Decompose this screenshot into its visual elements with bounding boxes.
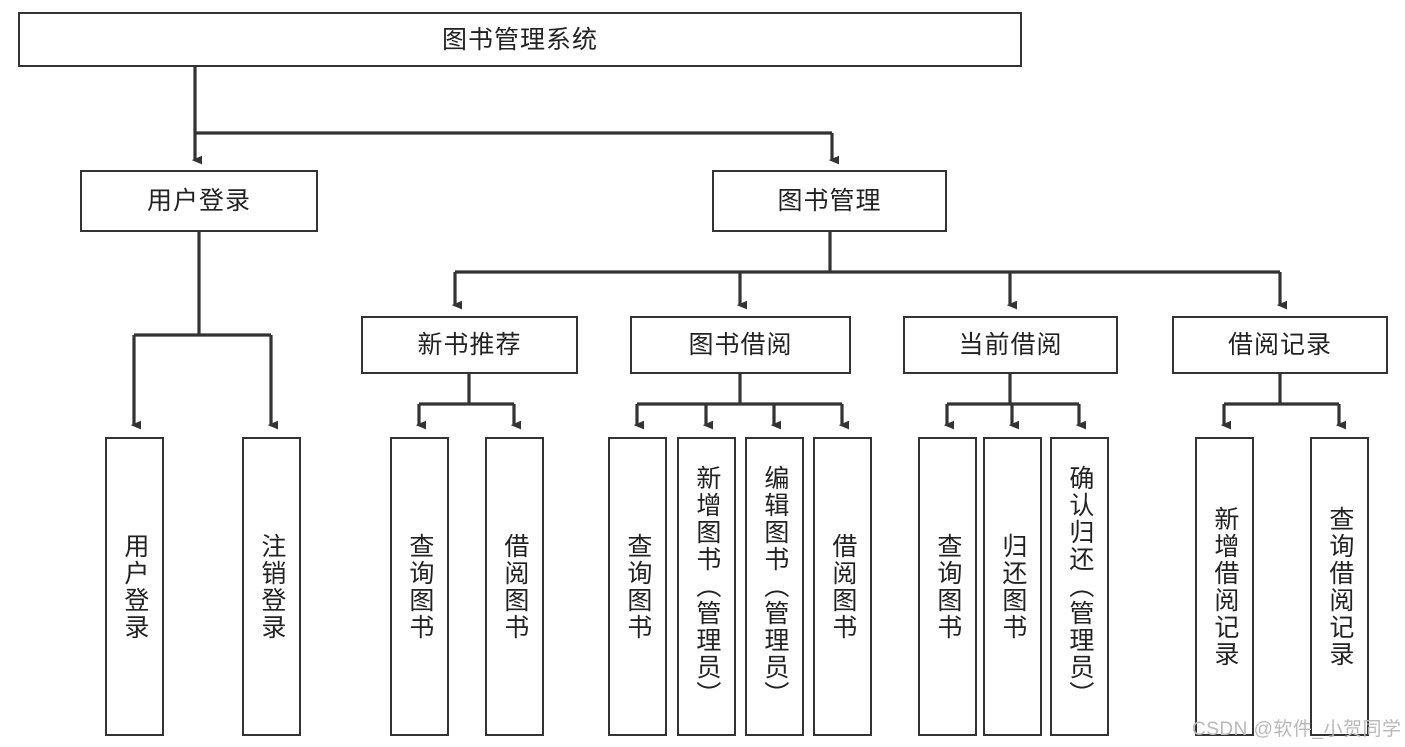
node-label: 当前借阅 <box>958 331 1063 359</box>
node-label: 注销登录 <box>257 532 286 641</box>
node-label: 查询借阅记录 <box>1325 505 1354 668</box>
node-label: 查询图书 <box>405 532 434 641</box>
node-label: 编辑图书（管理员） <box>760 465 789 708</box>
leaf-logout[interactable]: 注销登录 <box>242 437 301 736</box>
node-label: 用户登录 <box>146 187 251 215</box>
node-borrow-records[interactable]: 借阅记录 <box>1172 316 1388 374</box>
node-label: 用户登录 <box>120 532 149 641</box>
node-book-borrowing[interactable]: 图书借阅 <box>630 316 851 374</box>
leaf-return-books[interactable]: 归还图书 <box>983 437 1042 736</box>
leaf-borrow-books-new[interactable]: 借阅图书 <box>485 437 544 736</box>
leaf-add-book-admin[interactable]: 新增图书（管理员） <box>677 437 736 736</box>
node-label: 借阅图书 <box>828 532 857 641</box>
node-label: 新增借阅记录 <box>1210 505 1239 668</box>
leaf-edit-book-admin[interactable]: 编辑图书（管理员） <box>745 437 804 736</box>
node-label: 借阅图书 <box>500 532 529 641</box>
watermark: CSDN @软件_小贺同学 <box>1192 719 1402 740</box>
node-label: 图书借阅 <box>688 331 793 359</box>
node-current-borrowing[interactable]: 当前借阅 <box>903 316 1118 374</box>
node-user-login[interactable]: 用户登录 <box>80 170 318 232</box>
node-book-management[interactable]: 图书管理 <box>712 170 947 232</box>
leaf-borrow-books[interactable]: 借阅图书 <box>813 437 872 736</box>
leaf-user-login[interactable]: 用户登录 <box>105 437 164 736</box>
node-label: 查询图书 <box>933 532 962 641</box>
leaf-query-books-new[interactable]: 查询图书 <box>390 437 449 736</box>
leaf-add-borrow-record[interactable]: 新增借阅记录 <box>1195 437 1254 736</box>
leaf-query-books-borrow[interactable]: 查询图书 <box>608 437 667 736</box>
leaf-confirm-return-admin[interactable]: 确认归还（管理员） <box>1050 437 1109 736</box>
leaf-query-books-current[interactable]: 查询图书 <box>918 437 977 736</box>
node-label: 借阅记录 <box>1227 331 1332 359</box>
node-new-book-recommendation[interactable]: 新书推荐 <box>361 316 578 374</box>
node-label: 图书管理 <box>777 187 882 215</box>
node-label: 新增图书（管理员） <box>692 465 721 708</box>
node-root-book-management-system[interactable]: 图书管理系统 <box>18 12 1022 67</box>
node-label: 新书推荐 <box>417 331 522 359</box>
node-label: 图书管理系统 <box>441 25 598 54</box>
node-label: 查询图书 <box>623 532 652 641</box>
node-label: 归还图书 <box>998 532 1027 641</box>
leaf-query-borrow-record[interactable]: 查询借阅记录 <box>1310 437 1369 736</box>
node-label: 确认归还（管理员） <box>1065 465 1094 708</box>
